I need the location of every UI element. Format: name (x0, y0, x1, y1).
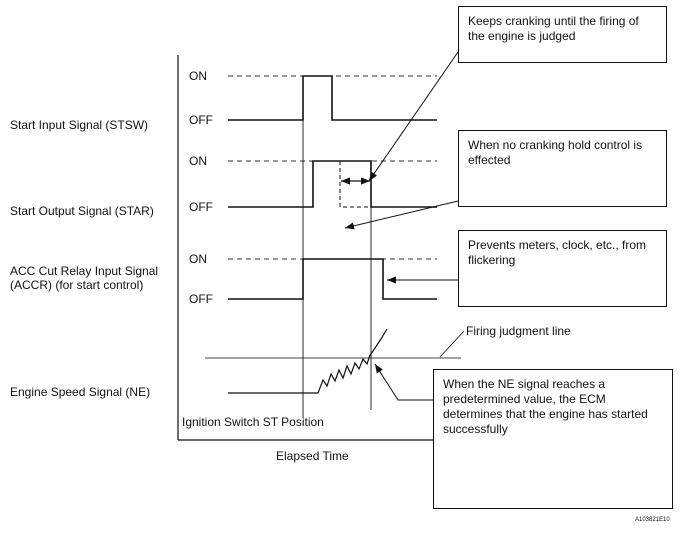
ne-signal-label: Engine Speed Signal (NE) (10, 385, 151, 399)
accr-off-label: OFF (189, 292, 213, 306)
meters-note: Prevents meters, clock, etc., from flick… (458, 230, 667, 307)
ignition-st-label: Ignition Switch ST Position (182, 415, 324, 429)
callout-arrow-cranking (368, 51, 459, 182)
star-waveform (228, 160, 437, 208)
on-level-guides (228, 75, 437, 260)
firing-judgment-label: Firing judgment line (466, 324, 571, 338)
stsw-waveform (228, 75, 437, 121)
callout-arrow-no-hold (344, 200, 459, 230)
accr-on-label: ON (189, 252, 207, 266)
star-off-label: OFF (189, 200, 213, 214)
x-axis-label: Elapsed Time (276, 449, 349, 463)
stsw-on-label: ON (189, 69, 207, 83)
firing-line-leader (439, 330, 465, 358)
star-no-hold-dashed (339, 161, 371, 208)
stsw-off-label: OFF (189, 113, 213, 127)
accr-signal-label: ACC Cut Relay Input Signal (ACCR) (for s… (10, 264, 159, 292)
stsw-signal-label: Start Input Signal (STSW) (10, 118, 149, 132)
accr-waveform (228, 258, 437, 300)
ne-waveform (228, 328, 388, 394)
ne-reach-note: When the NE signal reaches a predetermin… (433, 369, 673, 509)
cranking-note: Keeps cranking until the firing of the e… (458, 6, 667, 63)
callout-arrow-ne (374, 363, 433, 401)
star-signal-label: Start Output Signal (STAR) (10, 204, 154, 218)
star-on-label: ON (189, 154, 207, 168)
figure-code: A103821E10 (635, 517, 670, 523)
no-hold-note: When no cranking hold control is effecte… (458, 130, 667, 207)
